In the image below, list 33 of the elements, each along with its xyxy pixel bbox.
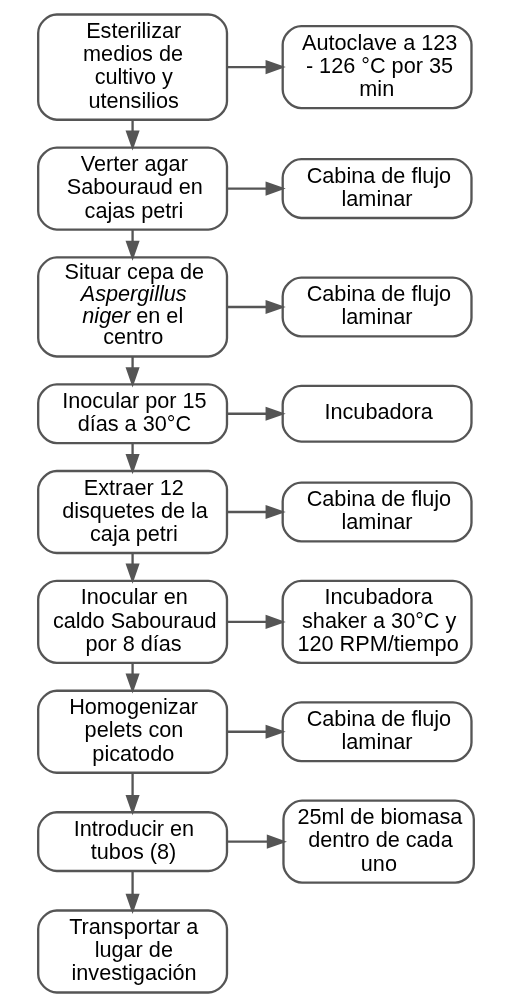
node-box: Cabina de flujo laminar [281, 701, 473, 763]
arrow [227, 614, 286, 629]
node-box: Cabina de flujo laminar [281, 276, 473, 338]
node-box: Incubadora [281, 384, 473, 443]
arrow [125, 663, 140, 694]
node-box: Extraer 12 disquetes de la caja petri [37, 469, 229, 555]
arrow [125, 553, 140, 584]
arrow [125, 773, 140, 816]
node-box: Transportar a lugar de investigación [37, 909, 229, 994]
node-box: Cabina de flujo laminar [281, 158, 473, 220]
arrow [227, 406, 286, 421]
arrow [227, 834, 287, 849]
node-box: Incubadora shaker a 30°C y 120 RPM/tiempo [281, 579, 473, 665]
node-box: Homogenizar pelets con picatodo [37, 689, 229, 774]
node-box: Situar cepa de Aspergillus niger en el centro [37, 256, 229, 358]
arrow [125, 120, 140, 151]
arrow [227, 299, 286, 314]
arrow [125, 443, 140, 475]
node-box: Inocular en caldo Sabouraud por 8 días [37, 579, 229, 665]
node-box: Cabina de flujo laminar [281, 481, 473, 543]
arrow [125, 356, 140, 388]
node-box: 25ml de biomasa dentro de cada uno [282, 799, 475, 884]
node-box: Autoclave a 123 - 126 °C por 35 min [281, 24, 473, 110]
arrow [227, 60, 286, 75]
arrow [125, 229, 140, 261]
node-box: Inocular por 15 días a 30°C [37, 383, 229, 445]
arrow [125, 871, 140, 914]
arrow [227, 181, 286, 196]
arrow [227, 504, 286, 520]
node-box: Verter agar Sabouraud en cajas petri [37, 146, 229, 231]
arrow [227, 724, 286, 739]
node-box: Introducir en tubos (8) [37, 811, 229, 873]
node-box: Esterilizar medios de cultivo y utensilios [37, 13, 229, 121]
